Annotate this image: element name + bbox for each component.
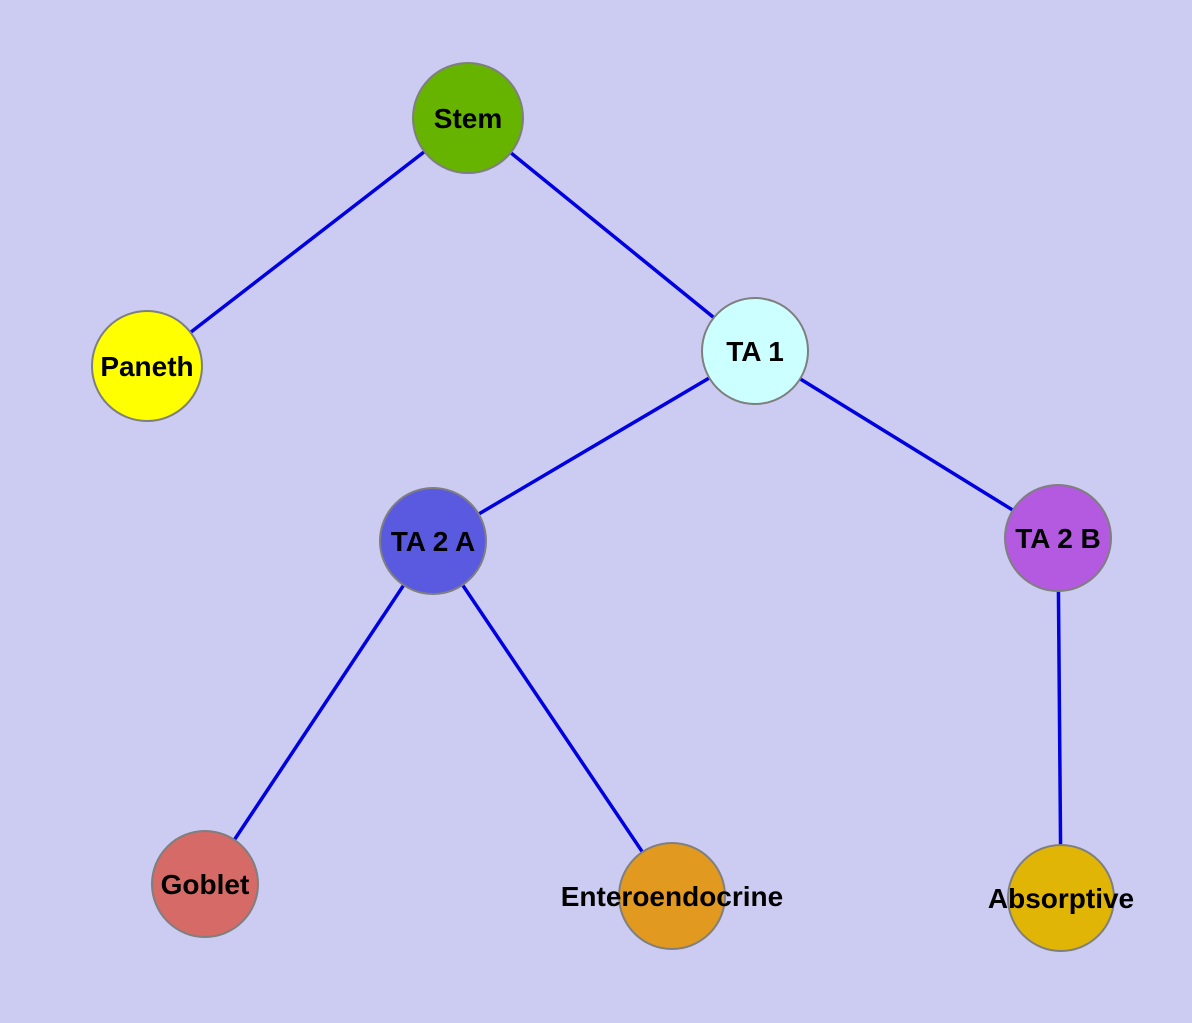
node-circle-paneth[interactable] (91, 310, 203, 422)
node-goblet[interactable]: Goblet (151, 830, 259, 938)
node-circle-enteroendocrine[interactable] (618, 842, 726, 950)
node-ta-2-a[interactable]: TA 2 A (379, 487, 487, 595)
node-ta-1[interactable]: TA 1 (701, 297, 809, 405)
edge-ta-1-to-ta-2-b (754, 349, 1059, 540)
node-circle-ta-2-a[interactable] (379, 487, 487, 595)
edge-ta-2-a-to-enteroendocrine (431, 540, 674, 897)
node-circle-stem[interactable] (412, 62, 524, 174)
edge-ta-2-b-to-absorptive (1056, 537, 1063, 899)
edge-stem-to-ta-1 (466, 116, 757, 353)
node-circle-goblet[interactable] (151, 830, 259, 938)
edge-ta-2-a-to-goblet (203, 540, 435, 885)
node-stem[interactable]: Stem (412, 62, 524, 174)
edge-stem-to-paneth (145, 116, 470, 368)
node-circle-ta-2-b[interactable] (1004, 484, 1112, 592)
node-circle-absorptive[interactable] (1007, 844, 1115, 952)
node-paneth[interactable]: Paneth (91, 310, 203, 422)
edges-layer (145, 116, 1063, 899)
node-ta-2-b[interactable]: TA 2 B (1004, 484, 1112, 592)
node-circle-ta-1[interactable] (701, 297, 809, 405)
edge-ta-1-to-ta-2-a (432, 349, 756, 543)
